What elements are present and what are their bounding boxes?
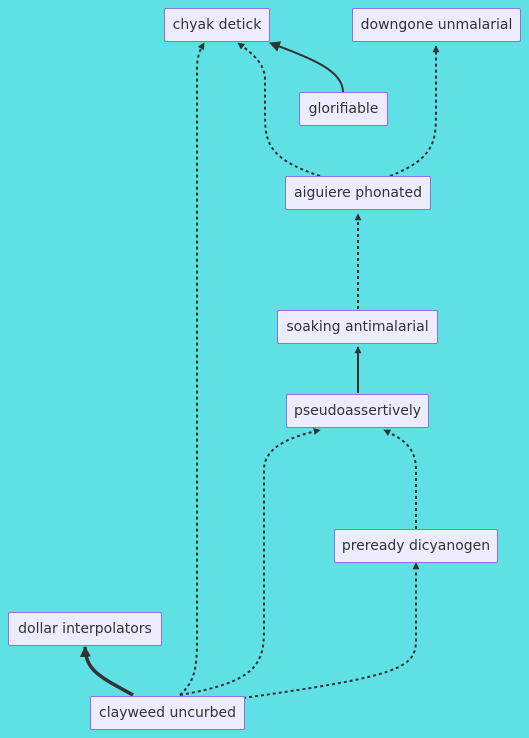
edge-clayweed-uncurbed-to-dollar-interpolators (79, 645, 134, 697)
edge-clayweed-uncurbed-to-preready-dicyanogen (242, 562, 420, 699)
edge-aiguiere-phonated-to-downgone-unmalarial (389, 45, 440, 177)
edge-preready-dicyanogen-to-pseudoassertively (383, 429, 417, 529)
node-downgone-unmalarial[interactable]: downgone unmalarial (352, 8, 521, 42)
node-chyak-detick[interactable]: chyak detick (164, 8, 270, 42)
node-pseudoassertively[interactable]: pseudoassertively (286, 394, 429, 428)
edge-clayweed-uncurbed-to-chyak-detick (179, 42, 205, 696)
edge-clayweed-uncurbed-to-pseudoassertively (179, 428, 321, 696)
node-preready-dicyanogen[interactable]: preready dicyanogen (334, 529, 498, 563)
node-soaking-antimalarial[interactable]: soaking antimalarial (277, 310, 438, 344)
node-clayweed-uncurbed[interactable]: clayweed uncurbed (90, 696, 245, 730)
node-glorifiable[interactable]: glorifiable (299, 92, 388, 126)
node-dollar-interpolators[interactable]: dollar interpolators (8, 612, 162, 646)
edge-glorifiable-to-chyak-detick (268, 41, 344, 93)
edge-aiguiere-phonated-to-chyak-detick (237, 42, 321, 177)
node-aiguiere-phonated[interactable]: aiguiere phonated (285, 176, 431, 210)
